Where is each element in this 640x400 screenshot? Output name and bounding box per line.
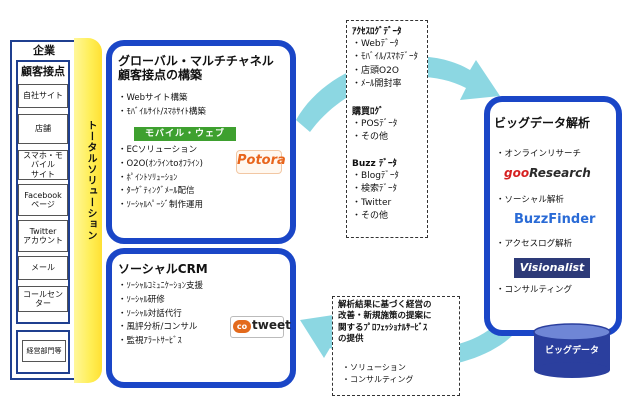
result-item-consulting: コンサルティング bbox=[342, 374, 414, 386]
bigdata-item-access-log: アクセスログ解析 bbox=[496, 238, 573, 252]
bigdata-item-1: オンラインリサーチ bbox=[496, 148, 582, 162]
touchpoint-mobile-site: スマホ・モバイル サイト bbox=[18, 150, 68, 180]
global-box-title: グローバル・マルチチャネル 顧客接点の構築 bbox=[118, 54, 274, 83]
management-box bbox=[16, 330, 70, 374]
bigdata-item-social: ソーシャル解析 bbox=[496, 194, 564, 208]
touchpoint-box bbox=[16, 60, 70, 324]
access-log-item: ﾓﾊﾞｲﾙ/ｽﾏﾎﾃﾞｰﾀ bbox=[352, 51, 418, 64]
goo-wordmark: goo bbox=[504, 166, 530, 180]
bigdata-cylinder-icon bbox=[533, 323, 611, 378]
crm-item-dialogue: ｿｰｼｬﾙ対話代行 bbox=[118, 308, 203, 322]
global-item-web: Webサイト構築 bbox=[118, 92, 206, 106]
global-item-o2o: O2O(ｵﾝﾗｲﾝtoｵﾌﾗｲﾝ) bbox=[118, 158, 203, 172]
enterprise-label: 企業 bbox=[33, 44, 55, 57]
potora-logo: Potora bbox=[236, 150, 286, 174]
crm-item-training: ｿｰｼｬﾙ研修 bbox=[118, 294, 203, 308]
buzz-list: Blogﾃﾞｰﾀ 検索ﾃﾞｰﾀ Twitter その他 bbox=[352, 170, 399, 223]
bigdata-item-4: コンサルティング bbox=[496, 284, 573, 298]
access-log-item: 店頭O2O bbox=[352, 65, 418, 78]
buzz-item: Blogﾃﾞｰﾀ bbox=[352, 170, 399, 183]
global-items-b: ECソリューション O2O(ｵﾝﾗｲﾝtoｵﾌﾗｲﾝ) ﾎﾟｲﾝﾄｿﾘｭｰｼｮﾝ… bbox=[118, 144, 204, 213]
touchpoint-store: 店舗 bbox=[18, 114, 68, 144]
crm-item-communication: ｿｰｼｬﾙｺﾐｭﾆｹｰｼｮﾝ支援 bbox=[118, 280, 204, 294]
total-solution-label: トータルソリューション bbox=[85, 119, 96, 241]
crm-box-title: ソーシャルCRM bbox=[118, 262, 208, 276]
result-services-text: 解析結果に基づく経営の 改善・新規施策の提案に 関するﾌﾟﾛﾌｪｯｼｮﾅﾙｻｰﾋ… bbox=[338, 300, 432, 345]
purchase-log-list: POSﾃﾞｰﾀ その他 bbox=[352, 118, 397, 145]
touchpoint-own-site: 自社サイト bbox=[18, 84, 68, 108]
touchpoint-facebook: Facebook ページ bbox=[18, 184, 68, 216]
visionalist-logo: Visionalist bbox=[514, 258, 590, 278]
access-log-list: Webﾃﾞｰﾀ ﾓﾊﾞｲﾙ/ｽﾏﾎﾃﾞｰﾀ 店頭O2O ﾒｰﾙ開封率 bbox=[352, 38, 418, 91]
buzz-item: その他 bbox=[352, 210, 399, 223]
bigdata-cylinder-label: ビッグデータ bbox=[544, 346, 599, 356]
bigdata-box-title: ビッグデータ解析 bbox=[494, 116, 591, 130]
purchase-log-item: その他 bbox=[352, 131, 397, 144]
cotweet-wordmark: tweet bbox=[252, 318, 291, 332]
purchase-log-item: POSﾃﾞｰﾀ bbox=[352, 118, 397, 131]
bigdata-item-consulting: コンサルティング bbox=[496, 284, 573, 298]
global-item-mobile: ﾓﾊﾞｲﾙｻｲﾄ/ｽﾏﾎｻｲﾄ構築 bbox=[118, 106, 206, 120]
global-item-social-page: ｿｰｼｬﾙﾍﾟｰｼﾞ制作運用 bbox=[118, 199, 204, 213]
bigdata-item-3: アクセスログ解析 bbox=[496, 238, 573, 252]
purchase-log-title: 購買ﾛｸﾞ bbox=[352, 107, 384, 117]
cotweet-co-mark: co bbox=[233, 320, 251, 333]
global-items-a: Webサイト構築 ﾓﾊﾞｲﾙｻｲﾄ/ｽﾏﾎｻｲﾄ構築 bbox=[118, 92, 206, 120]
research-wordmark: Research bbox=[529, 166, 591, 180]
bigdata-item-online-research: オンラインリサーチ bbox=[496, 148, 582, 162]
access-log-item: Webﾃﾞｰﾀ bbox=[352, 38, 418, 51]
global-item-point: ﾎﾟｲﾝﾄｿﾘｭｰｼｮﾝ bbox=[118, 172, 203, 186]
access-log-item: ﾒｰﾙ開封率 bbox=[352, 78, 418, 91]
buzz-item: 検索ﾃﾞｰﾀ bbox=[352, 183, 399, 196]
access-log-title: ｱｸｾｽﾛｸﾞﾃﾞｰﾀ bbox=[352, 27, 402, 37]
buzzfinder-logo: BuzzFinder bbox=[514, 212, 596, 227]
buzz-title: Buzz ﾃﾞｰﾀ bbox=[352, 159, 397, 169]
global-item-ec: ECソリューション bbox=[118, 144, 203, 158]
cotweet-logo: co tweet bbox=[230, 316, 291, 338]
goo-research-logo: gooResearch bbox=[504, 166, 591, 180]
touchpoint-mail: メール bbox=[18, 256, 68, 280]
bigdata-item-2: ソーシャル解析 bbox=[496, 194, 564, 208]
result-item-solution: ソリューション bbox=[342, 362, 414, 374]
touchpoint-twitter: Twitter アカウント bbox=[18, 220, 68, 252]
total-solution-band bbox=[74, 38, 102, 383]
global-item-mail: ﾀｰｹﾞﾃｨﾝｸﾞﾒｰﾙ配信 bbox=[118, 185, 203, 199]
crm-item-reputation: 風評分析/コンサル bbox=[118, 321, 203, 335]
mobile-web-logo: モバイル・ウェブ bbox=[134, 127, 236, 141]
result-services-list: ソリューション コンサルティング bbox=[342, 362, 414, 387]
buzz-item: Twitter bbox=[352, 197, 399, 210]
crm-item-monitoring: 監視ｱﾗｰﾄｻｰﾋﾞｽ bbox=[118, 335, 203, 349]
touchpoint-call-center: コールセンター bbox=[18, 286, 68, 312]
crm-items: ｿｰｼｬﾙｺﾐｭﾆｹｰｼｮﾝ支援 ｿｰｼｬﾙ研修 ｿｰｼｬﾙ対話代行 風評分析/… bbox=[118, 280, 204, 349]
touchpoint-label: 顧客接点 bbox=[21, 65, 65, 78]
management-label: 経営部門等 bbox=[22, 340, 66, 362]
